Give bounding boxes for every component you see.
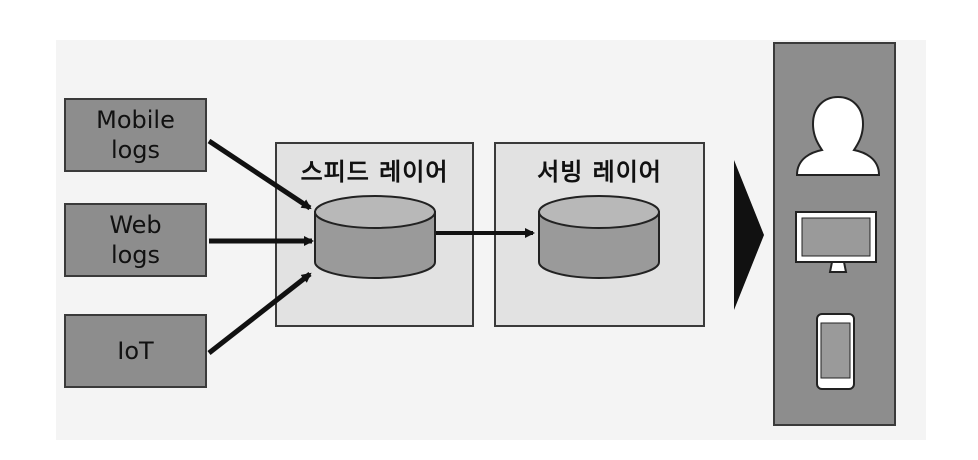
source-mobile-logs-label: Mobile logs: [96, 106, 175, 164]
output-arrow-icon: [734, 160, 764, 310]
arrow-mobile-to-speed: [207, 138, 312, 211]
source-iot-label: IoT: [117, 337, 154, 365]
arrow-iot-to-speed: [207, 272, 312, 355]
source-iot: IoT: [64, 314, 207, 388]
source-web-logs: Web logs: [64, 203, 207, 277]
speed-layer-title: 스피드 레이어: [300, 158, 449, 186]
speed-database-icon: [314, 195, 436, 279]
smartphone-icon: [816, 313, 855, 390]
serving-layer-title: 서빙 레이어: [537, 158, 662, 186]
serving-database-icon: [538, 195, 660, 279]
source-web-logs-label: Web logs: [109, 211, 162, 269]
monitor-icon: [795, 211, 877, 273]
input-arrows: [207, 138, 314, 355]
user-icon: [795, 95, 881, 176]
source-mobile-logs: Mobile logs: [64, 98, 207, 172]
